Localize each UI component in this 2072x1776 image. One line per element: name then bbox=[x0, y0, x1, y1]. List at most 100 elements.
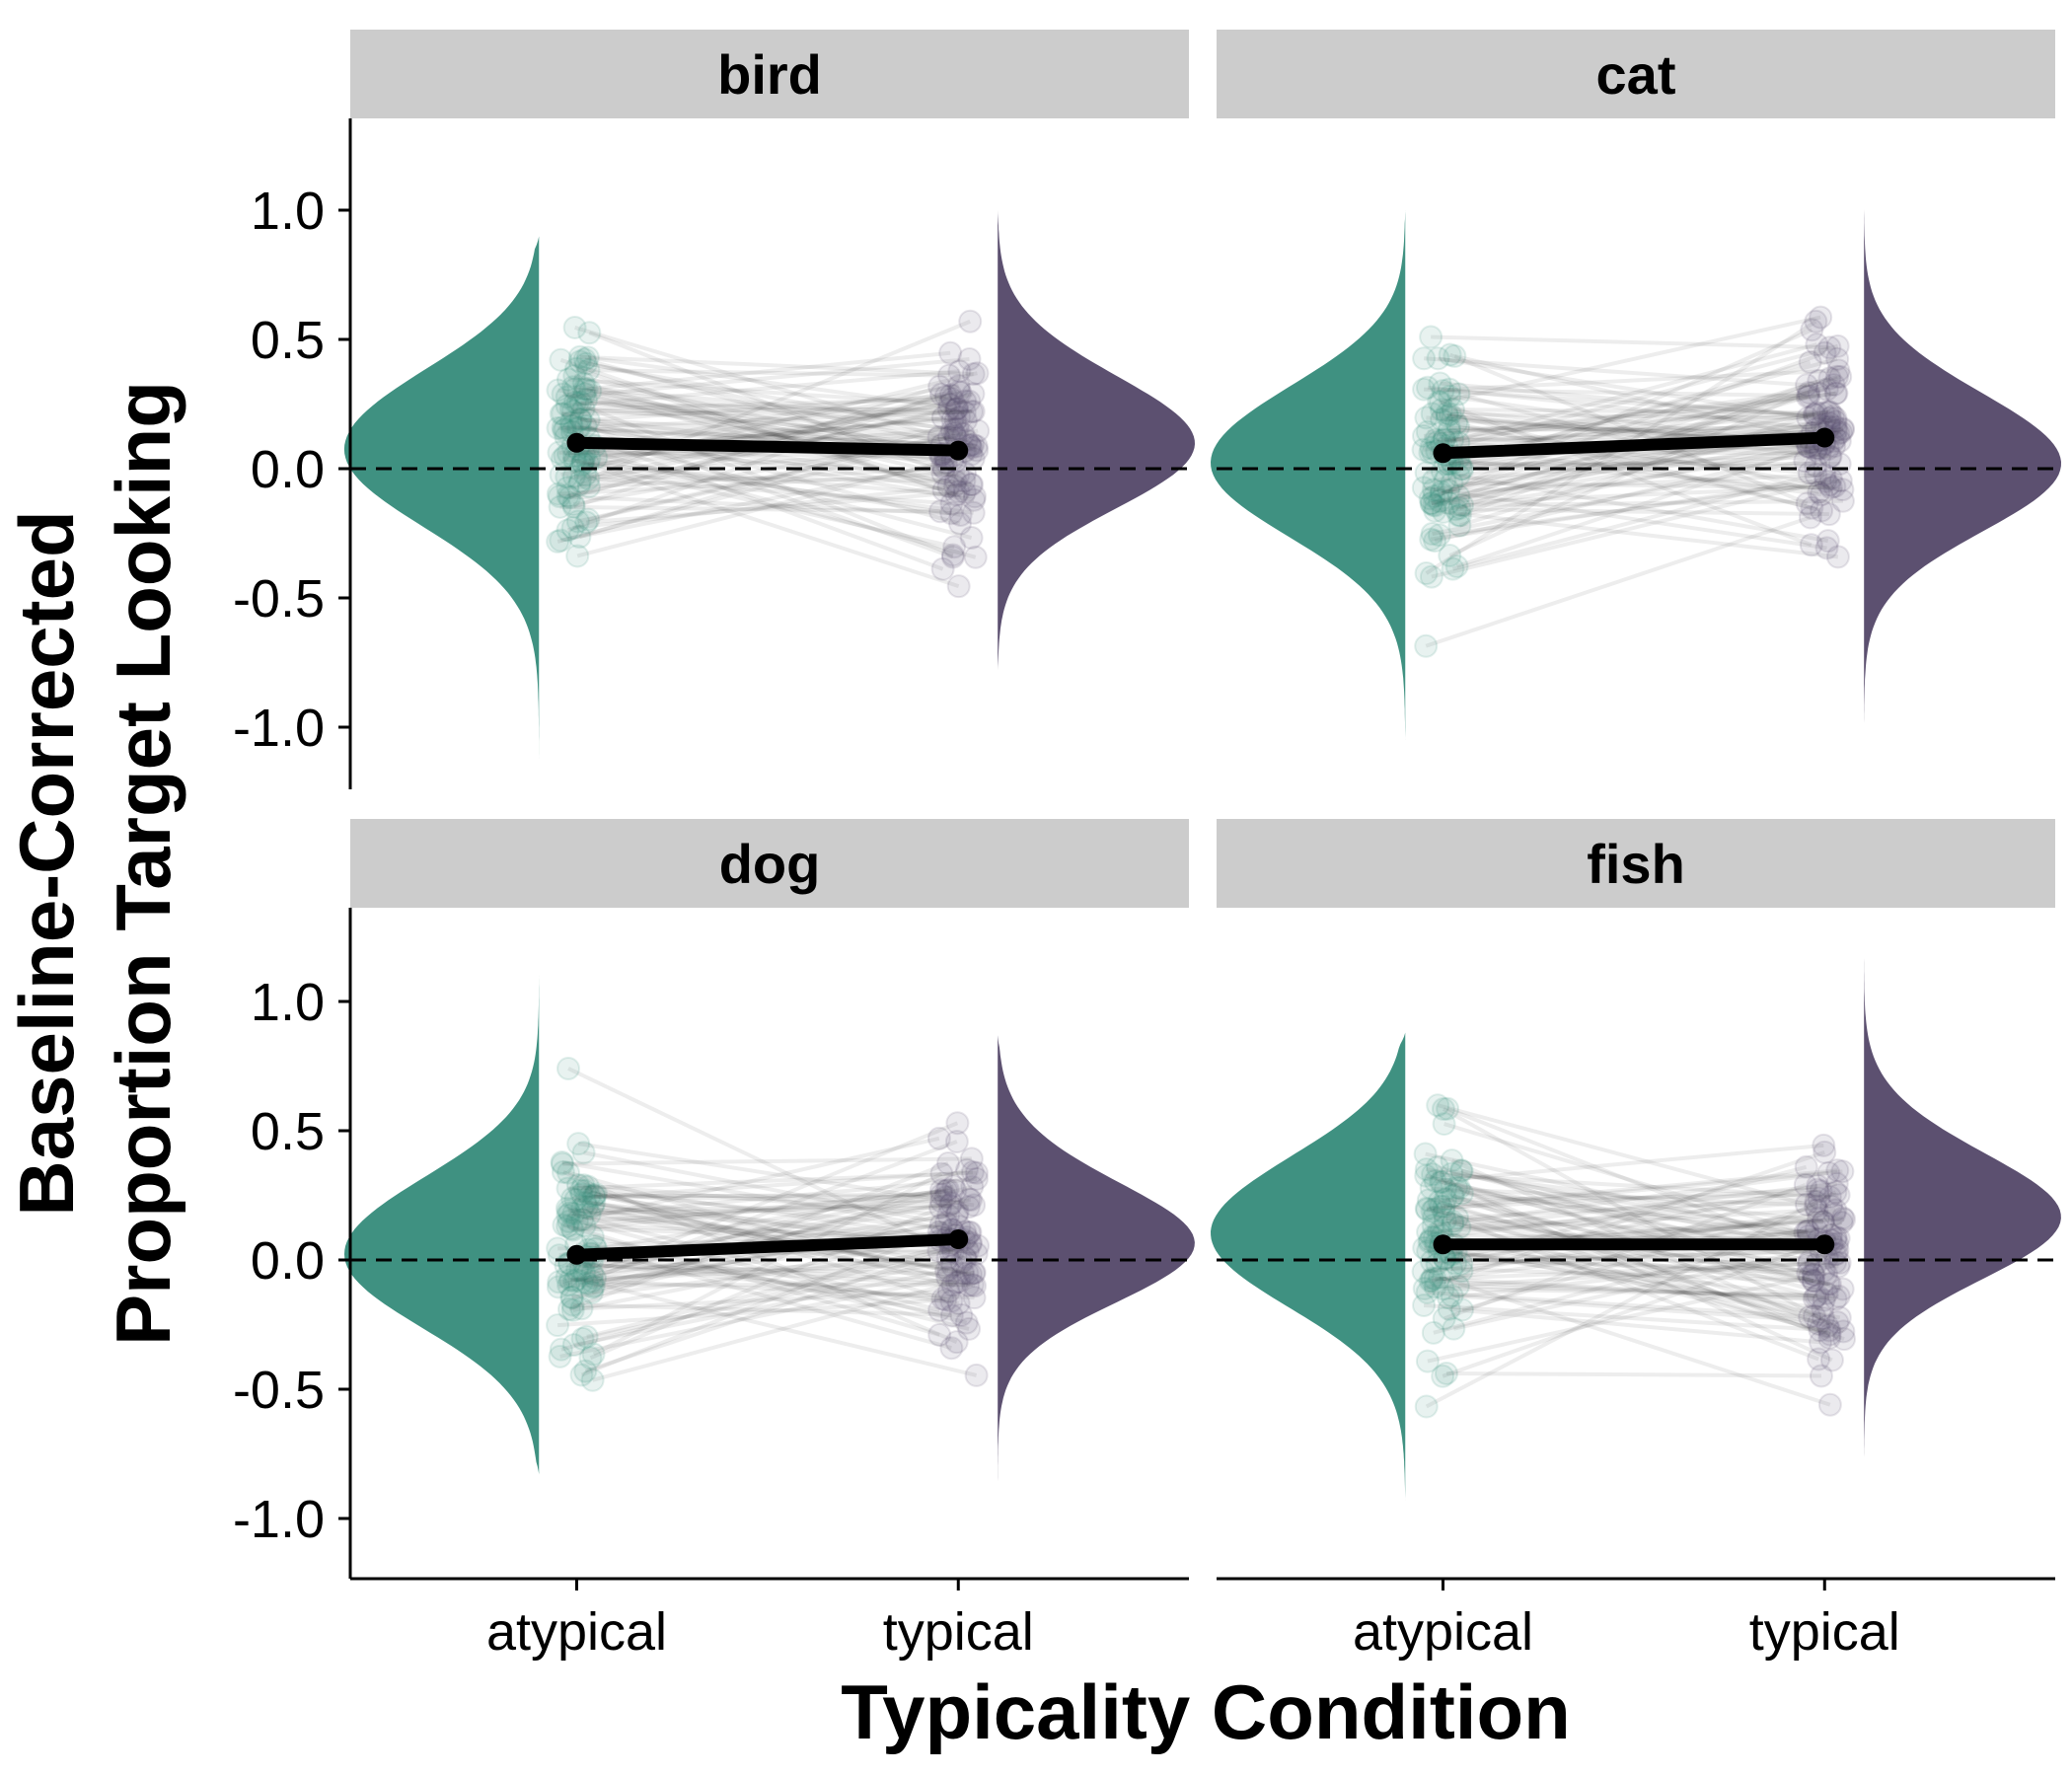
individual-point-typical bbox=[963, 1274, 988, 1298]
individual-line bbox=[1442, 1237, 1832, 1378]
individual-line bbox=[557, 471, 966, 496]
individual-point-atypical bbox=[569, 1270, 594, 1295]
individual-point-atypical bbox=[577, 321, 602, 345]
density-typical bbox=[998, 1035, 1195, 1514]
individual-point-typical bbox=[1814, 377, 1839, 402]
individual-point-typical bbox=[939, 1289, 964, 1313]
individual-point-typical bbox=[935, 1177, 960, 1202]
individual-line bbox=[579, 359, 978, 453]
individual-point-atypical bbox=[555, 1204, 580, 1228]
individual-point-typical bbox=[1795, 491, 1819, 516]
individual-point-atypical bbox=[1431, 499, 1455, 524]
individual-line bbox=[1455, 507, 1829, 517]
individual-line bbox=[1441, 342, 1817, 446]
individual-point-atypical bbox=[572, 382, 597, 407]
individual-point-atypical bbox=[1421, 1213, 1445, 1237]
individual-point-atypical bbox=[549, 528, 573, 553]
individual-point-atypical bbox=[550, 1149, 574, 1174]
individual-point-atypical bbox=[572, 1261, 597, 1286]
individual-line bbox=[1434, 444, 1835, 544]
individual-point-typical bbox=[1825, 333, 1850, 358]
individual-point-typical bbox=[1825, 1158, 1850, 1183]
individual-line bbox=[1431, 1249, 1821, 1264]
individual-point-typical bbox=[1824, 381, 1849, 406]
individual-point-typical bbox=[1817, 1272, 1842, 1296]
individual-point-atypical bbox=[571, 1173, 596, 1198]
individual-point-typical bbox=[1796, 1251, 1820, 1276]
individual-line bbox=[589, 1194, 942, 1204]
individual-line bbox=[1443, 1183, 1807, 1321]
individual-line bbox=[1423, 410, 1824, 452]
individual-line bbox=[567, 1170, 976, 1289]
individual-line bbox=[585, 1201, 965, 1242]
individual-line bbox=[1455, 441, 1825, 568]
individual-line bbox=[1448, 484, 1835, 505]
individual-point-atypical bbox=[1422, 1206, 1446, 1230]
facet-strip-label: bird bbox=[717, 43, 822, 106]
individual-line bbox=[557, 1121, 959, 1290]
individual-line bbox=[1426, 1187, 1818, 1211]
individual-point-atypical bbox=[570, 1196, 595, 1221]
individual-point-typical bbox=[1809, 1364, 1833, 1388]
individual-line bbox=[570, 420, 977, 449]
density-atypical bbox=[1211, 1032, 1406, 1501]
individual-point-atypical bbox=[1423, 1267, 1447, 1292]
individual-point-typical bbox=[946, 480, 971, 504]
individual-point-atypical bbox=[557, 485, 582, 510]
individual-line bbox=[1457, 1284, 1839, 1298]
individual-point-atypical bbox=[1444, 410, 1469, 435]
individual-line bbox=[577, 447, 959, 478]
individual-line bbox=[568, 1161, 949, 1311]
individual-line bbox=[1458, 1186, 1831, 1340]
individual-line bbox=[1451, 1171, 1824, 1224]
individual-line bbox=[1443, 1216, 1819, 1261]
y-tick-label: 1.0 bbox=[251, 973, 325, 1032]
individual-point-typical bbox=[936, 475, 961, 499]
individual-line bbox=[569, 1261, 969, 1288]
individual-line bbox=[583, 399, 966, 463]
individual-point-typical bbox=[1805, 401, 1829, 425]
individual-line bbox=[589, 1206, 941, 1361]
individual-point-typical bbox=[943, 416, 968, 441]
y-axis-title-line2: Proportion Target Looking bbox=[100, 381, 186, 1346]
individual-line bbox=[573, 374, 941, 458]
individual-point-atypical bbox=[574, 510, 599, 535]
individual-point-typical bbox=[943, 408, 968, 433]
individual-point-typical bbox=[1806, 1177, 1830, 1202]
individual-point-typical bbox=[940, 1273, 965, 1297]
individual-line bbox=[1443, 389, 1833, 418]
individual-line bbox=[589, 389, 943, 476]
individual-point-typical bbox=[1823, 1250, 1848, 1275]
density-typical bbox=[998, 210, 1195, 671]
individual-point-atypical bbox=[1432, 1194, 1456, 1219]
individual-line bbox=[584, 1223, 967, 1240]
individual-trajectories bbox=[546, 1056, 991, 1392]
individual-line bbox=[586, 350, 951, 392]
individual-point-typical bbox=[962, 1260, 987, 1285]
individual-point-atypical bbox=[561, 464, 586, 488]
individual-point-typical bbox=[1812, 1133, 1836, 1157]
individual-line bbox=[1446, 410, 1822, 513]
individual-point-atypical bbox=[1411, 1259, 1436, 1284]
density-typical bbox=[1864, 949, 2061, 1462]
individual-point-typical bbox=[1823, 406, 1848, 430]
individual-point-atypical bbox=[1436, 1096, 1460, 1121]
y-axis-title: Baseline-Corrected Proportion Target Loo… bbox=[3, 381, 186, 1346]
individual-point-atypical bbox=[1425, 1155, 1449, 1180]
individual-point-typical bbox=[946, 374, 971, 399]
individual-line bbox=[1438, 356, 1836, 424]
individual-line bbox=[592, 1171, 943, 1357]
individual-point-atypical bbox=[546, 415, 570, 440]
individual-point-atypical bbox=[562, 377, 587, 402]
mean-point-typical bbox=[948, 1229, 969, 1250]
individual-line bbox=[572, 407, 958, 413]
individual-line bbox=[1425, 1151, 1825, 1243]
individual-point-atypical bbox=[570, 1326, 595, 1351]
individual-point-typical bbox=[1823, 1287, 1848, 1311]
individual-point-typical bbox=[947, 511, 972, 536]
individual-point-typical bbox=[1819, 1348, 1844, 1372]
facet-panels: bird1.00.50.0-0.5-1.0catdog1.00.50.0-0.5… bbox=[233, 30, 2061, 1662]
individual-point-typical bbox=[964, 1166, 989, 1191]
individual-point-typical bbox=[936, 1203, 961, 1227]
